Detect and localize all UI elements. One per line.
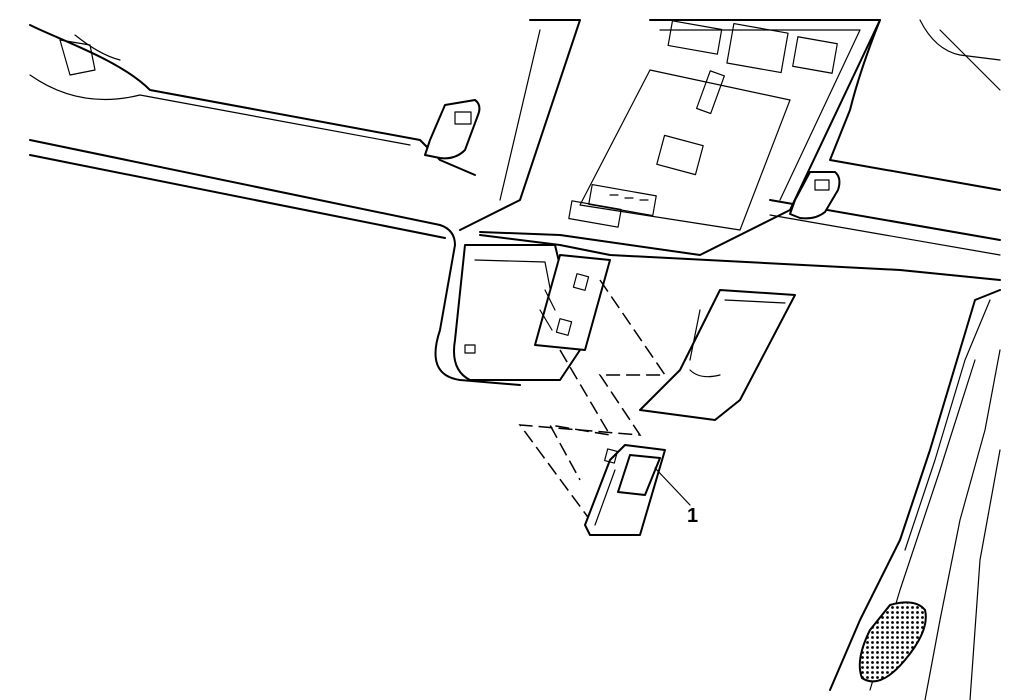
console-trim-cover <box>639 289 796 421</box>
visor-clip-left <box>424 99 481 160</box>
speaker-grille <box>858 601 927 683</box>
visor-clip-right <box>789 171 841 220</box>
installation-paths <box>518 279 667 521</box>
headliner <box>29 19 1001 700</box>
overhead-console <box>459 19 881 256</box>
callout-label: 1 <box>687 505 698 527</box>
module-component <box>584 444 666 536</box>
visor-clip-upper-left <box>59 39 96 76</box>
callout-1: 1 <box>654 467 698 527</box>
mounting-bracket <box>534 254 611 351</box>
